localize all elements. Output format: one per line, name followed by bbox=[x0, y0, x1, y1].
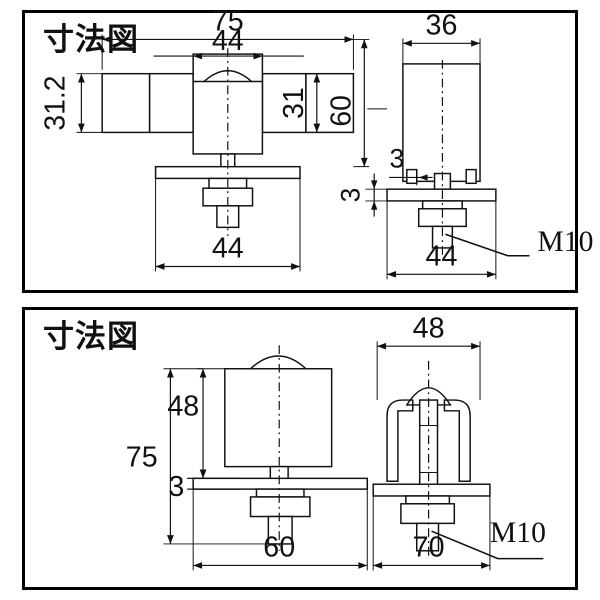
dimension-48-label: 48 bbox=[167, 391, 199, 423]
dimension-36-label: 36 bbox=[426, 10, 458, 42]
dimension-48: 48 bbox=[167, 368, 225, 479]
left-wing-outline bbox=[101, 72, 151, 134]
dimension-44-bottom-label: 44 bbox=[212, 233, 244, 265]
dimension-31-2-label: 31.2 bbox=[39, 75, 71, 130]
dimension-44-bottom: 44 bbox=[155, 178, 301, 272]
callout-m10-top-label: M10 bbox=[537, 226, 593, 258]
dimension-75: 75 bbox=[101, 6, 354, 70]
dimension-60-label: 60 bbox=[325, 95, 357, 127]
side-shank-bottom bbox=[415, 522, 440, 552]
side-hex-nut-bottom bbox=[400, 503, 456, 525]
dimension-60: 60 bbox=[325, 38, 370, 168]
dimension-44-side: 44 bbox=[386, 200, 497, 280]
dimension-31: 31 bbox=[278, 73, 354, 133]
dimension-60-bottom-label: 60 bbox=[263, 532, 295, 564]
body-block bbox=[224, 367, 333, 468]
side-tab-left bbox=[406, 168, 418, 185]
left-wing-inner bbox=[148, 72, 194, 134]
dimension-31-label: 31 bbox=[278, 87, 310, 119]
right-wing-outline bbox=[305, 72, 355, 134]
technical-drawing-top: 75 44 31.2 bbox=[39, 6, 593, 280]
dimension-3-vertical-label: 3 bbox=[335, 188, 365, 203]
side-base-plate bbox=[386, 188, 497, 202]
dimension-44-top: 44 bbox=[153, 25, 304, 60]
dimension-48-top: 48 bbox=[376, 313, 481, 401]
shank-bottom bbox=[267, 515, 293, 545]
dimension-3-bottom: 3 bbox=[168, 471, 239, 503]
side-plate-bottom bbox=[372, 483, 491, 497]
side-washer-bottom bbox=[405, 495, 451, 505]
dimension-44-side-label: 44 bbox=[426, 241, 458, 273]
dimension-3-bottom-label: 3 bbox=[168, 471, 184, 503]
mounting-plate bbox=[192, 477, 369, 490]
top-front-view: 75 44 31.2 bbox=[39, 6, 370, 272]
dimension-3-horizontal-label: 3 bbox=[390, 144, 405, 174]
dimension-panel-bottom: 寸法図 bbox=[22, 307, 578, 590]
bot-side-view: 48 70 M10 bbox=[372, 313, 546, 571]
panel-title-bottom: 寸法図 bbox=[43, 319, 139, 355]
dimension-44-top-label: 44 bbox=[212, 25, 244, 57]
hex-nut-bottom bbox=[249, 496, 311, 518]
fork-left-leg bbox=[386, 399, 414, 483]
dimension-36: 36 bbox=[402, 10, 481, 64]
dimension-48-top-label: 48 bbox=[413, 313, 445, 345]
dimension-75-label: 75 bbox=[212, 6, 244, 38]
dimension-70: 70 bbox=[372, 495, 491, 571]
dimension-75-bottom: 75 bbox=[126, 368, 269, 545]
washer-bottom bbox=[255, 488, 305, 498]
callout-m10-bottom-label: M10 bbox=[490, 517, 546, 549]
callout-m10-top: M10 bbox=[445, 226, 593, 258]
dimension-60-bottom: 60 bbox=[192, 489, 368, 571]
dimension-3-horizontal: 3 bbox=[389, 144, 433, 186]
dimension-3-vertical: 3 bbox=[335, 173, 388, 217]
technical-drawing-bottom: 48 75 3 bbox=[126, 313, 546, 571]
dimension-31-2: 31.2 bbox=[39, 73, 103, 133]
dimension-75-bottom-label: 75 bbox=[126, 442, 158, 474]
top-side-view: 36 3 3 bbox=[335, 10, 593, 280]
wheel-arc-bottom bbox=[249, 355, 307, 370]
side-housing bbox=[402, 63, 481, 183]
bot-front-view: 48 75 3 bbox=[126, 345, 369, 571]
callout-m10-bottom: M10 bbox=[431, 517, 546, 560]
side-tab-right bbox=[465, 168, 477, 185]
dimension-panel-top: 寸法図 bbox=[22, 6, 593, 293]
right-wing-inner bbox=[261, 72, 307, 134]
dimension-70-label: 70 bbox=[413, 532, 445, 564]
fork-right-leg bbox=[443, 399, 471, 483]
